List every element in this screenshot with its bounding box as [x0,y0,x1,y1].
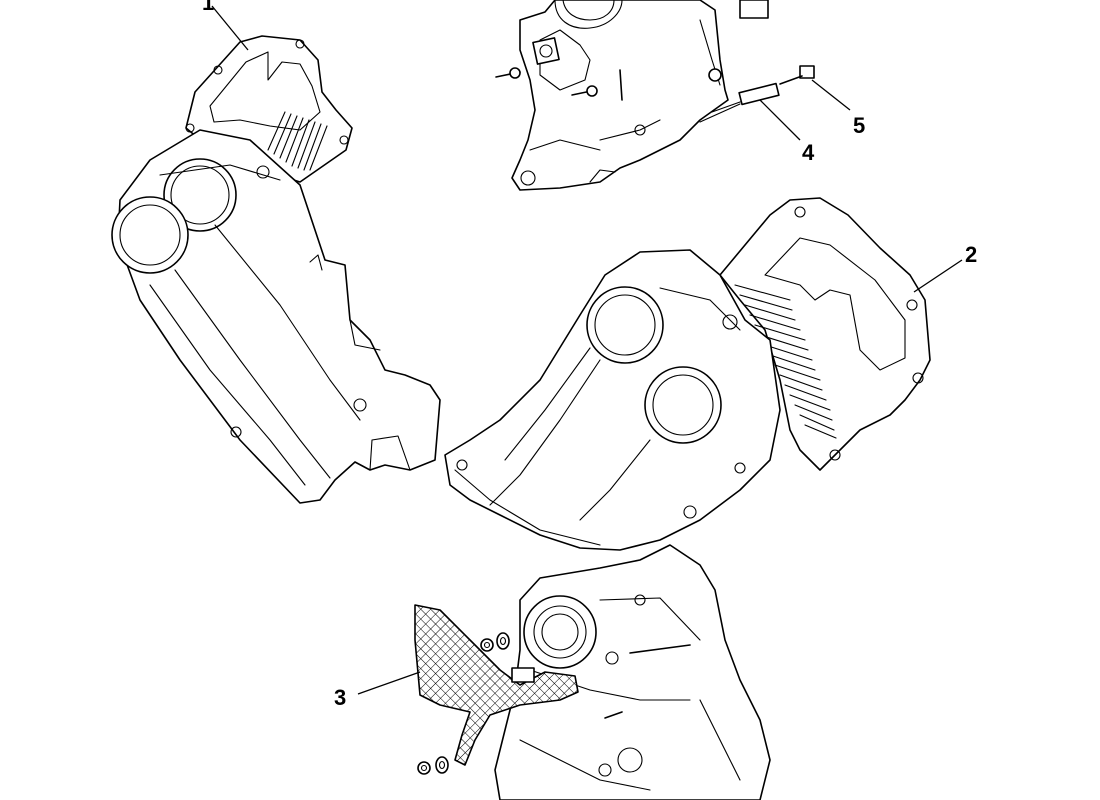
lower-engine-housing [494,544,771,800]
leader-line-5 [811,79,851,111]
callout-5: 5 [853,113,865,138]
gasket-1-vent-slots [267,111,328,171]
gasket-2-vent-slots [734,284,837,439]
leader-line-4 [759,99,801,141]
mesh-gasket-part-3 [414,604,579,766]
left-timing-cover [111,129,441,504]
spacer-part-4 [699,82,780,123]
callout-1: 1 [202,0,214,15]
leader-line-1 [211,5,249,51]
callout-3: 3 [334,685,346,710]
callout-2: 2 [965,242,977,267]
leader-line-3 [357,671,421,695]
lower-nut-washer-pair [417,756,449,775]
leader-line-2 [913,259,963,293]
throttle-body-assembly [495,0,769,191]
right-gasket-part-2 [719,197,931,471]
center-timing-cover [444,249,781,551]
callout-4: 4 [802,140,815,165]
bolt-part-5 [779,65,815,85]
upper-nut-washer-pair [480,632,510,652]
